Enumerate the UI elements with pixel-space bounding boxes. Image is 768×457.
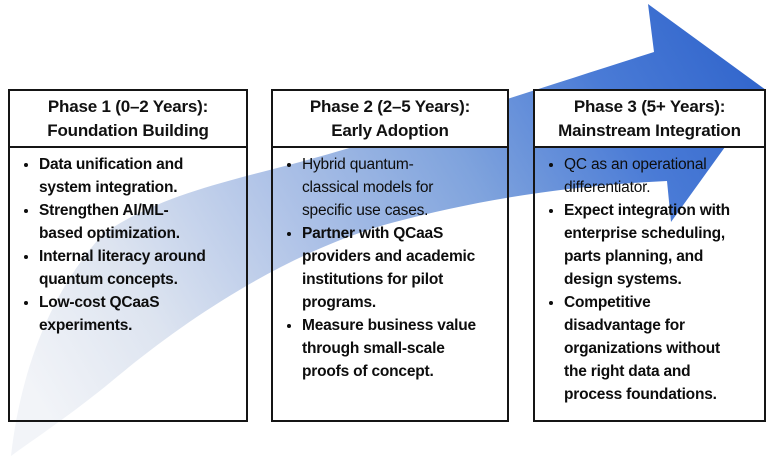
bullet-item: Measure business value through small-sca…	[302, 314, 503, 383]
bullet-item: Strengthen AI/ML- based optimization.	[39, 199, 242, 245]
bullet-item: Competitive disadvantage for organizatio…	[564, 291, 760, 406]
bullet-item: Data unification and system integration.	[39, 153, 242, 199]
phase-1-box: Phase 1 (0–2 Years): Foundation Building…	[8, 89, 248, 422]
phase-1-body: Data unification and system integration.…	[10, 148, 246, 420]
phase-3-title: Phase 3 (5+ Years): Mainstream Integrati…	[535, 91, 764, 148]
phase-2-box: Phase 2 (2–5 Years): Early Adoption Hybr…	[271, 89, 509, 422]
phase-2-title: Phase 2 (2–5 Years): Early Adoption	[273, 91, 507, 148]
phase-3-body: QC as an operational differentiator. Exp…	[535, 148, 764, 420]
bullet-item: Hybrid quantum- classical models for spe…	[302, 153, 503, 222]
bullet-item: QC as an operational differentiator.	[564, 153, 760, 199]
phase-2-bullet-list: Hybrid quantum- classical models for spe…	[275, 153, 503, 383]
phase-1-title: Phase 1 (0–2 Years): Foundation Building	[10, 91, 246, 148]
phase-3-box: Phase 3 (5+ Years): Mainstream Integrati…	[533, 89, 766, 422]
bullet-item: Low-cost QCaaS experiments.	[39, 291, 242, 337]
phase-3-bullet-list: QC as an operational differentiator. Exp…	[537, 153, 760, 406]
phase-1-bullet-list: Data unification and system integration.…	[12, 153, 242, 337]
bullet-item: Partner with QCaaS providers and academi…	[302, 222, 503, 314]
bullet-item: Expect integration with enterprise sched…	[564, 199, 760, 291]
phase-2-body: Hybrid quantum- classical models for spe…	[273, 148, 507, 420]
bullet-item: Internal literacy around quantum concept…	[39, 245, 242, 291]
